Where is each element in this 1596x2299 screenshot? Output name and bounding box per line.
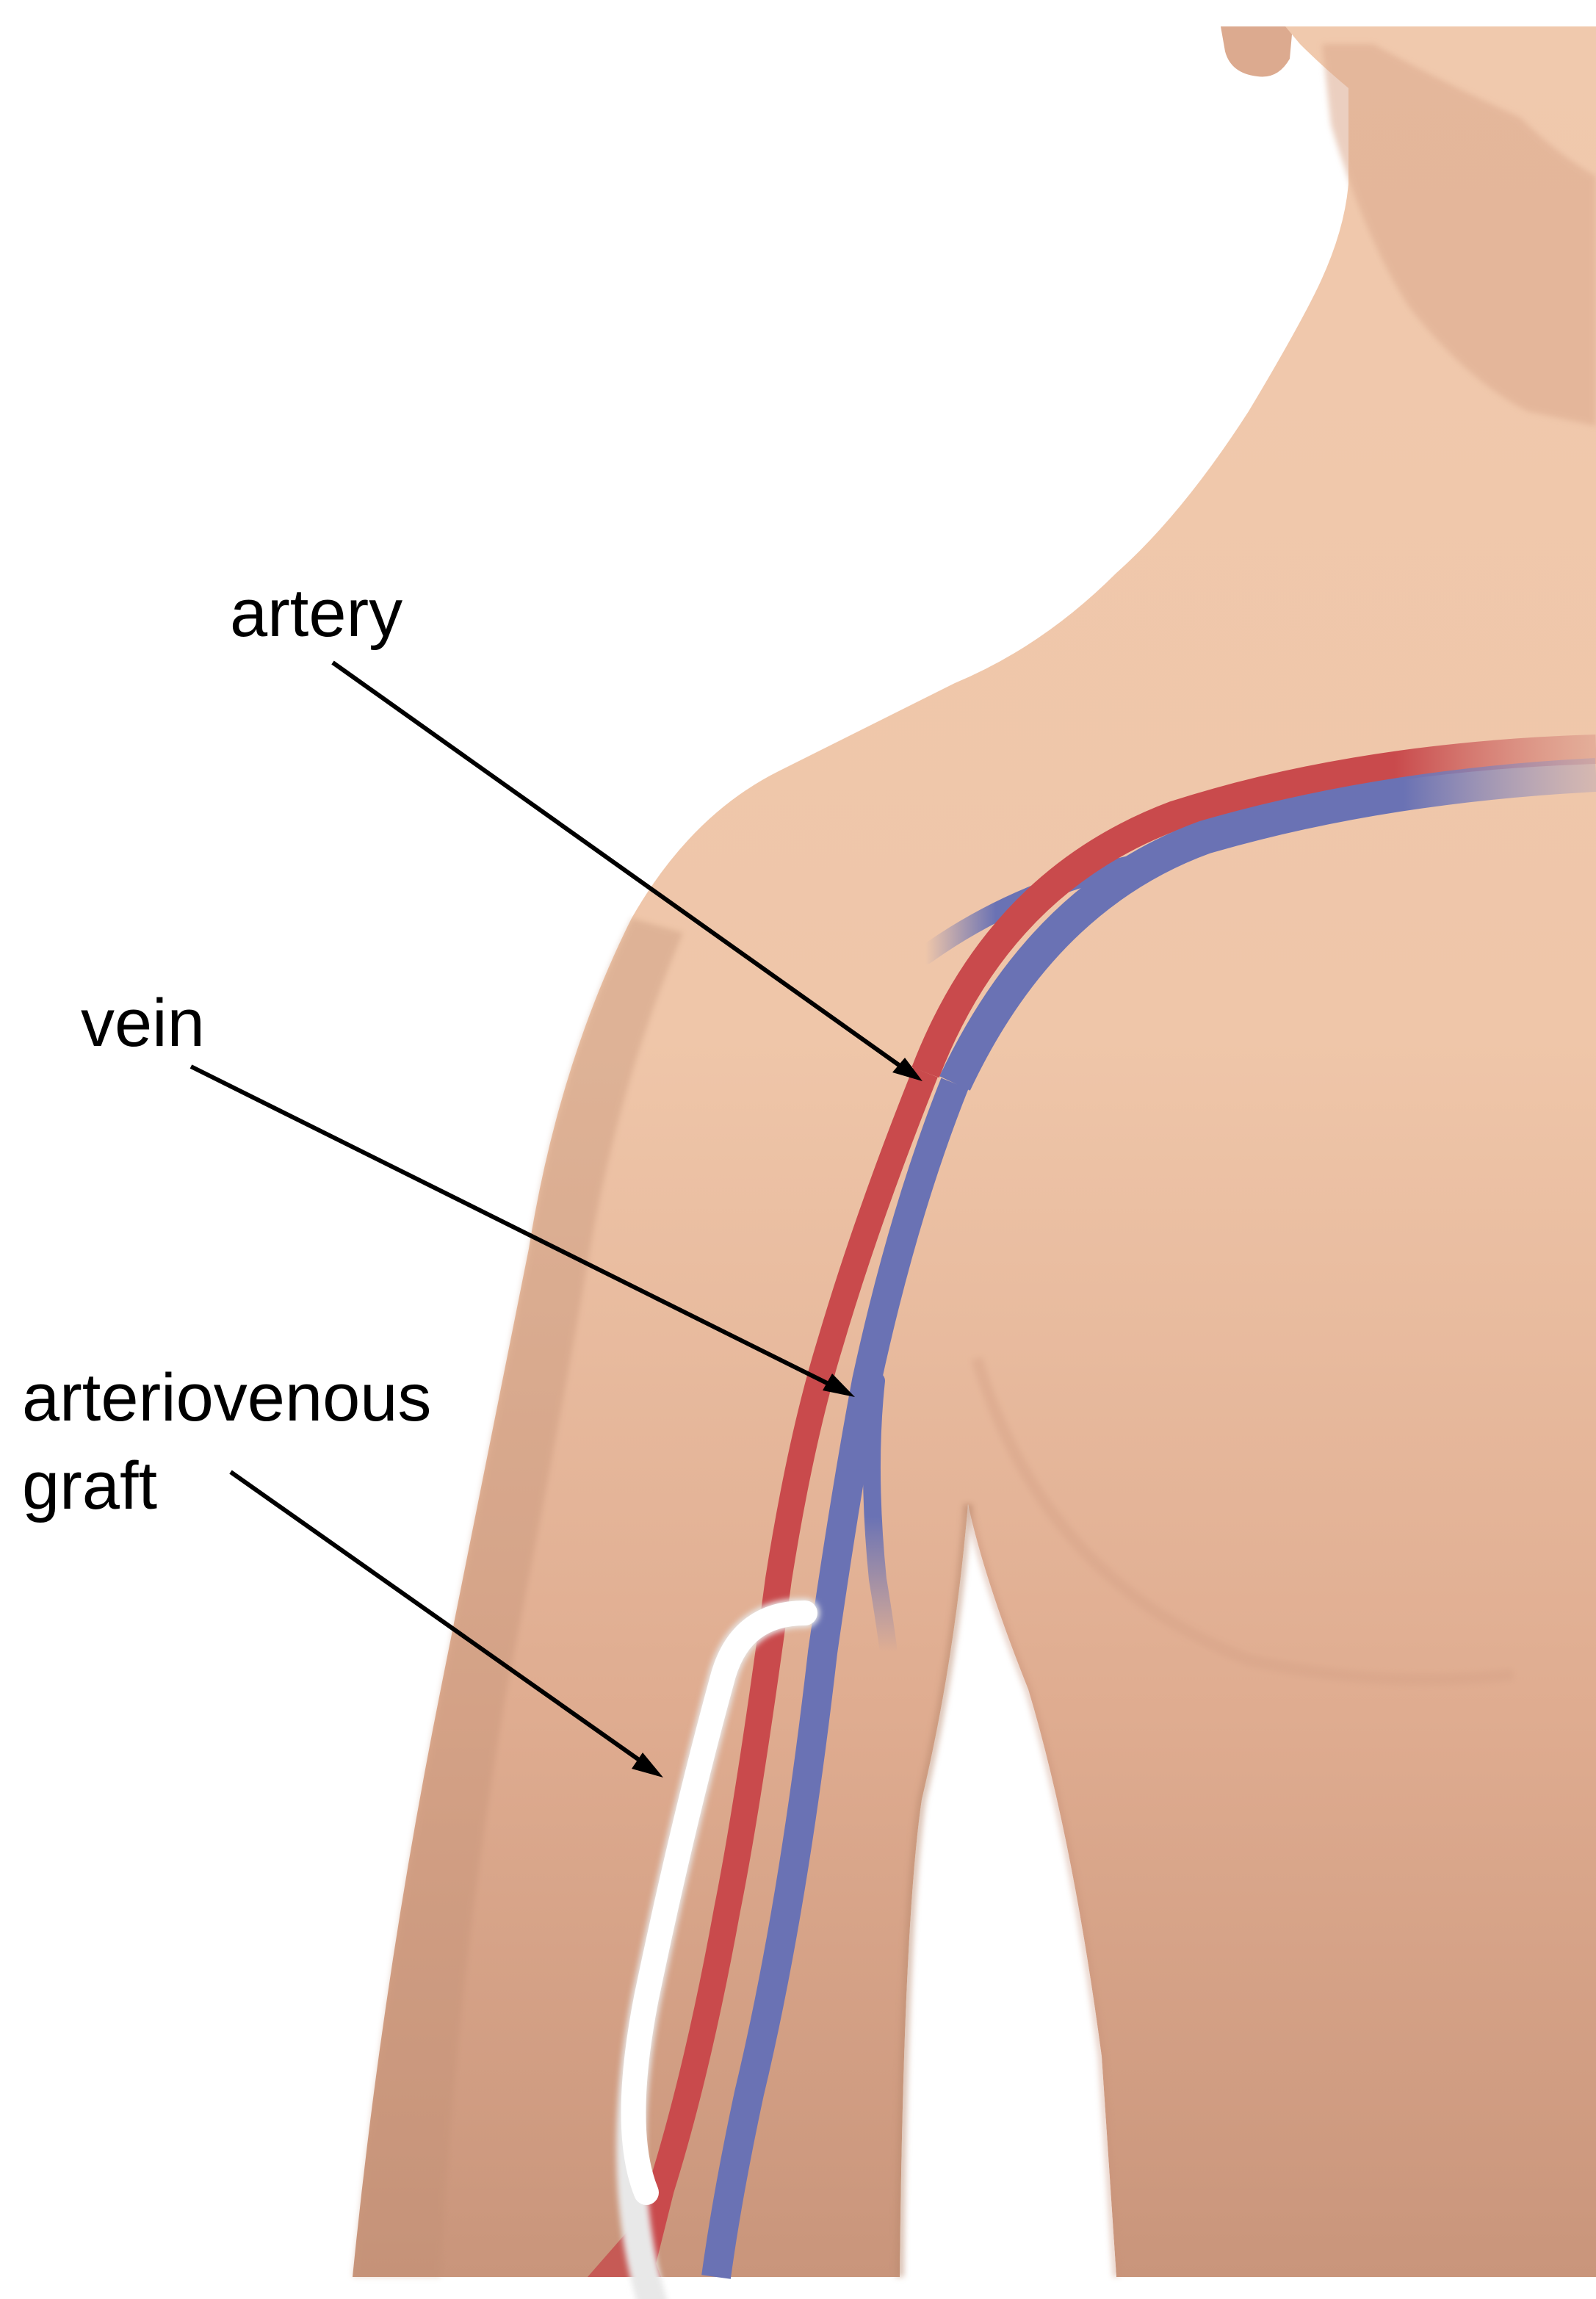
label-vein: vein [81,986,205,1061]
vein-leader [189,1064,846,1394]
graft-leader [229,1470,655,1772]
leader-lines [189,660,922,1778]
armpit-gap [900,1504,1116,2277]
label-artery: artery [230,576,403,651]
artery-vessel [911,735,1596,1078]
body-silhouette [353,26,1596,2277]
artery-arrowhead [892,1058,922,1081]
vein-arrowhead [823,1374,855,1397]
artery-leader [331,660,916,1078]
vein-vessel [939,758,1596,1091]
label-graft-line2: graft [22,1448,158,1523]
vein-branch [862,1372,898,1661]
label-graft-line1: arteriovenous [22,1360,432,1435]
ear [1221,26,1293,77]
graft-arrowhead [632,1753,663,1778]
